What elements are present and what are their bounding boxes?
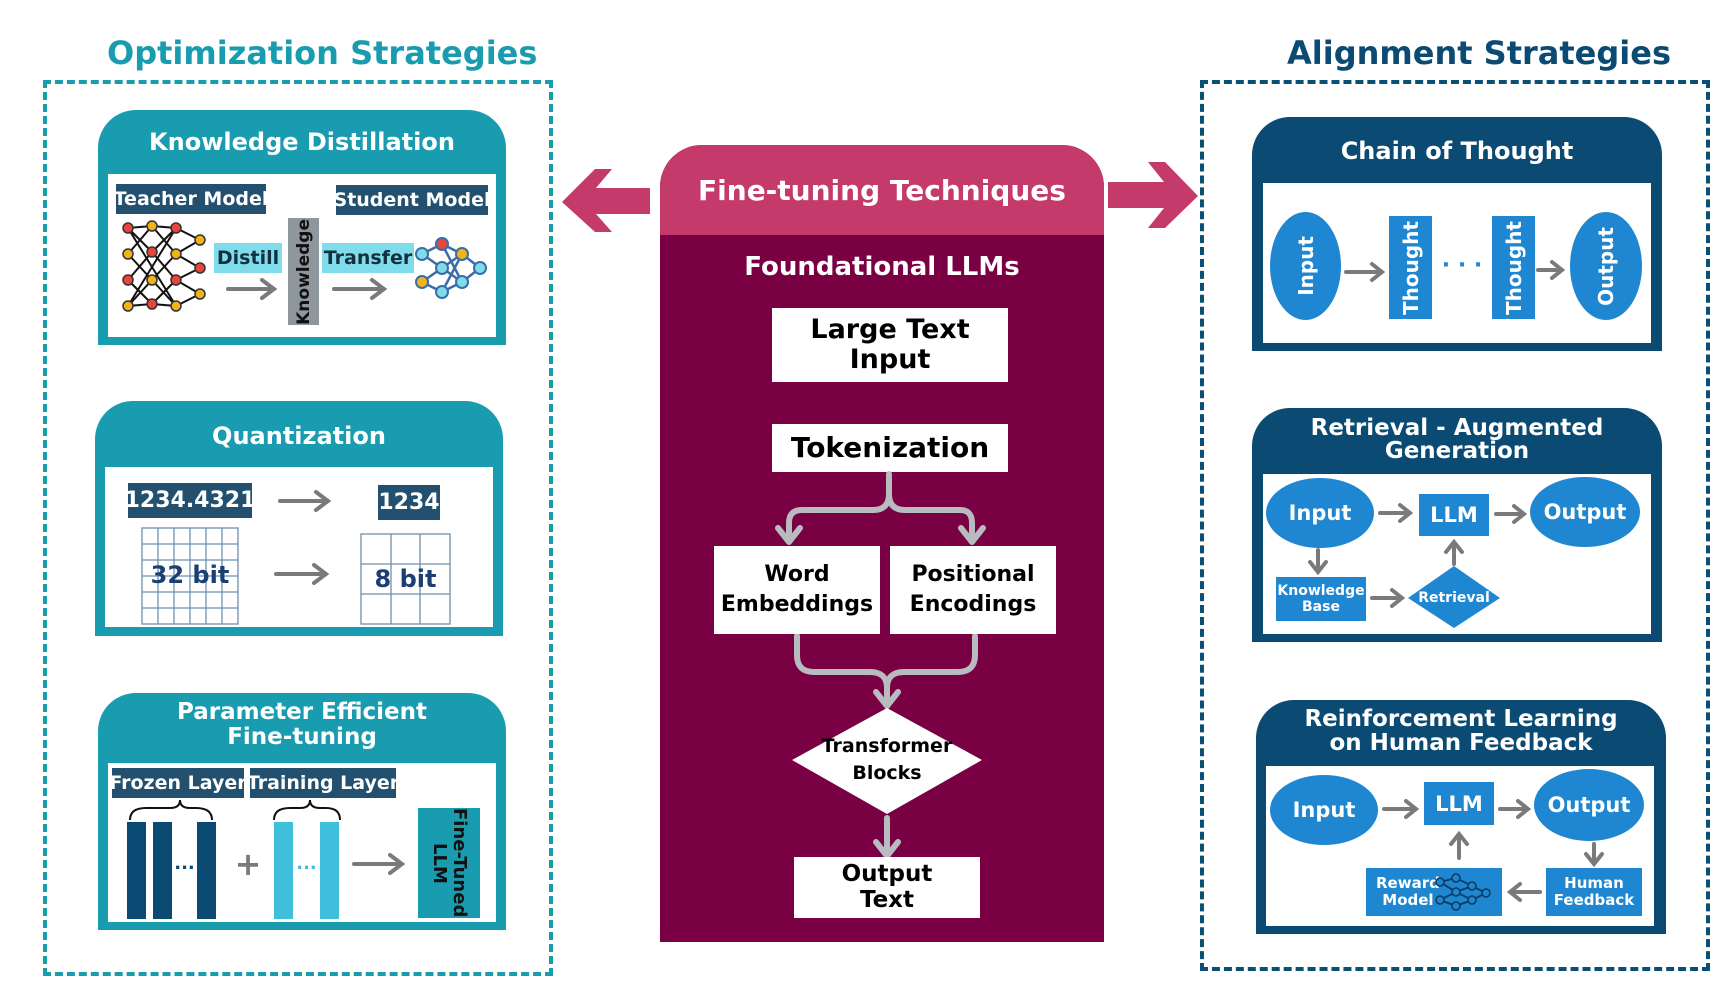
- cot-thought-1: Thought: [1389, 216, 1432, 319]
- output-text-box: Output Text: [794, 857, 980, 918]
- frozen-dots: ...: [174, 852, 195, 874]
- knowledge-bar: Knowledge: [288, 218, 319, 325]
- positional-encodings-box: Positional Encodings: [890, 546, 1056, 634]
- rag-retrieval-diamond: [1408, 566, 1500, 628]
- rag-output-ellipse: Output: [1530, 477, 1640, 547]
- transfer-tag: Transfer: [322, 243, 414, 273]
- alignment-title: Alignment Strategies: [1287, 34, 1671, 72]
- rlhf-llm-box: LLM: [1424, 782, 1494, 825]
- quantized-value: 1234: [378, 485, 440, 520]
- output-text-line2: Text: [859, 886, 915, 913]
- transformer-blocks-label: Transformer Blocks: [812, 730, 962, 790]
- bits-full-label: 32 bit: [150, 561, 230, 589]
- distill-tag: Distill: [214, 243, 282, 273]
- rag-knowledge-base: Knowledge Base: [1276, 577, 1366, 621]
- alignment-panel: [1200, 80, 1710, 971]
- knowledge-distillation-title: Knowledge Distillation: [149, 128, 455, 156]
- rag-llm-box: LLM: [1419, 494, 1489, 536]
- rlhf-output-ellipse: Output: [1534, 769, 1644, 841]
- rlhf-human-feedback-box: Human Feedback: [1546, 868, 1642, 916]
- finetuned-line1: Fine-Tuned: [448, 808, 470, 918]
- training-layer-tag: Training Layer: [247, 768, 399, 798]
- foundational-llms-label: Foundational LLMs: [744, 252, 1020, 282]
- right-arrow-icon: [1108, 162, 1198, 228]
- student-model-tag: Student Model: [334, 185, 490, 215]
- rlhf-human-line1: Human: [1564, 873, 1624, 892]
- rag-kb-line1: Knowledge: [1277, 582, 1365, 599]
- rag-title-line1: Retrieval - Augmented: [1310, 414, 1604, 441]
- rag-kb-line2: Base: [1302, 599, 1340, 615]
- rlhf-reward-line2: Model: [1382, 891, 1434, 909]
- teacher-model-tag: Teacher Model: [114, 184, 268, 214]
- cot-output-ellipse: Output: [1570, 212, 1642, 320]
- peft-title-line2: Fine-tuning: [227, 724, 377, 750]
- rlhf-title-line2: on Human Feedback: [1329, 730, 1593, 756]
- rlhf-human-line2: Feedback: [1553, 891, 1635, 909]
- optimization-title: Optimization Strategies: [107, 34, 538, 72]
- word-embeddings-box: Word Embeddings: [714, 546, 880, 634]
- cot-thought-2: Thought: [1492, 216, 1535, 319]
- rag-title: Retrieval - Augmented Generation: [1252, 412, 1662, 468]
- transformer-line1: Transformer: [821, 735, 953, 758]
- cot-input-ellipse: Input: [1270, 212, 1341, 320]
- peft-title: Parameter Efficient Fine-tuning: [98, 695, 506, 755]
- frozen-layer-tag: Frozen Layer: [109, 768, 247, 798]
- finetuned-llm-box: Fine-Tuned LLM: [418, 808, 480, 918]
- large-text-line1: Large Text: [810, 313, 970, 345]
- large-text-line2: Input: [849, 344, 931, 375]
- finetuned-line2: LLM: [429, 842, 450, 884]
- word-line1: Word: [764, 562, 830, 588]
- cot-dots: · · ·: [1441, 252, 1483, 278]
- rlhf-reward-line1: Reward: [1376, 873, 1440, 892]
- rag-retrieval-label: Retrieval: [1418, 590, 1490, 606]
- plus-sign: +: [234, 845, 262, 883]
- full-precision-value: 1234.4321: [125, 483, 255, 518]
- peft-title-line1: Parameter Efficient: [177, 698, 427, 725]
- transformer-line2: Blocks: [852, 762, 922, 784]
- rlhf-title-line1: Reinforcement Learning: [1304, 706, 1618, 733]
- output-text-line1: Output: [841, 860, 933, 887]
- rag-input-ellipse: Input: [1266, 478, 1374, 548]
- fine-tuning-title: Fine-tuning Techniques: [698, 173, 1066, 207]
- word-line2: Embeddings: [720, 592, 874, 617]
- training-dots: ...: [296, 852, 317, 874]
- pos-line2: Encodings: [909, 592, 1037, 617]
- rlhf-title: Reinforcement Learning on Human Feedback: [1256, 704, 1666, 760]
- left-arrow-icon: [562, 169, 650, 232]
- rlhf-reward-model-box: Reward Model: [1366, 868, 1502, 916]
- optimization-panel: [43, 80, 553, 976]
- quantization-title: Quantization: [212, 422, 386, 450]
- rlhf-input-ellipse: Input: [1270, 775, 1378, 845]
- pos-line1: Positional: [911, 562, 1035, 588]
- rag-title-line2: Generation: [1384, 438, 1530, 464]
- chain-of-thought-title: Chain of Thought: [1340, 137, 1574, 165]
- bits-quant-label: 8 bit: [374, 565, 437, 593]
- fine-tuning-header: Fine-tuning Techniques: [660, 145, 1104, 235]
- large-text-input-box: Large Text Input: [772, 308, 1008, 382]
- tokenization-box: Tokenization: [772, 424, 1008, 472]
